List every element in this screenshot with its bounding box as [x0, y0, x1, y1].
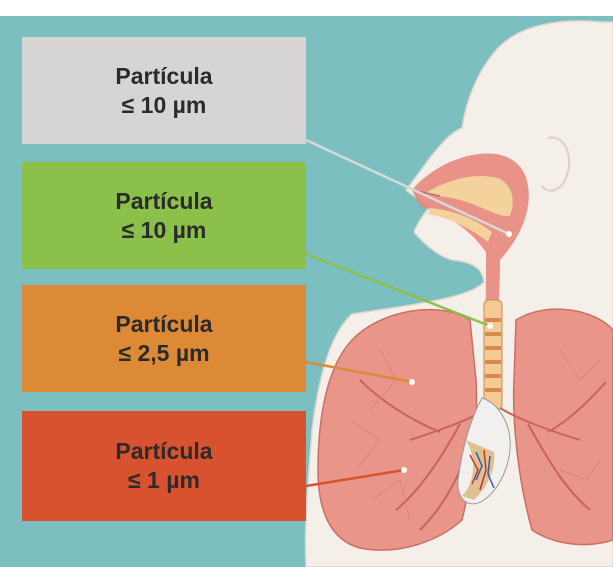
label-size: ≤ 10 µm: [122, 91, 207, 120]
label-box-bronchi: Partícula ≤ 2,5 µm: [22, 285, 306, 392]
pointer-dot-1: [506, 231, 512, 237]
pointer-dot-2: [487, 323, 493, 329]
label-title: Partícula: [115, 62, 212, 91]
top-frame: [0, 0, 613, 16]
label-title: Partícula: [115, 310, 212, 339]
label-box-trachea: Partícula ≤ 10 µm: [22, 162, 306, 269]
label-title: Partícula: [115, 437, 212, 466]
label-size: ≤ 10 µm: [122, 216, 207, 245]
label-size: ≤ 2,5 µm: [118, 339, 209, 368]
label-box-alveoli: Partícula ≤ 1 µm: [22, 411, 306, 521]
pointer-dot-3: [409, 379, 415, 385]
label-title: Partícula: [115, 187, 212, 216]
trachea: [484, 300, 502, 410]
label-box-nose: Partícula ≤ 10 µm: [22, 37, 306, 144]
pointer-dot-4: [401, 467, 407, 473]
label-size: ≤ 1 µm: [128, 466, 200, 495]
